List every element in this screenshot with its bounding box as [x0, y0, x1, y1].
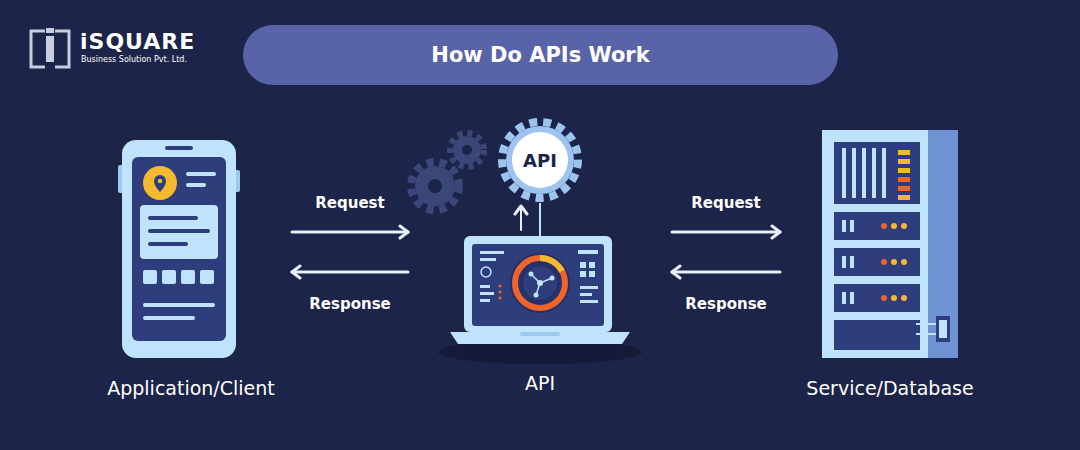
arrow-connector: [672, 231, 780, 234]
arrow-connector: [292, 231, 408, 234]
laptop-illustration: [438, 236, 642, 364]
badge-stem: [539, 203, 541, 236]
node-label: Service/Database: [786, 377, 994, 399]
logo-tagline: Business Solution Pvt. Ltd.: [81, 55, 187, 64]
edge-label: Response: [309, 295, 390, 313]
api-badge: API: [496, 116, 584, 204]
api-node: API: [414, 232, 666, 400]
phone-illustration: [118, 140, 240, 358]
gears: [411, 133, 484, 210]
arrow-connector: [520, 206, 522, 230]
server-illustration: [822, 130, 958, 358]
arrow-connector: [672, 271, 780, 274]
database-node: Service/Database: [786, 125, 994, 405]
node-label: API: [414, 372, 666, 394]
badge-label: API: [496, 150, 584, 171]
logo-icon: [31, 27, 69, 71]
logo-name: iSQUARE: [80, 29, 195, 54]
edge-label: Request: [315, 194, 384, 212]
node-label: Application/Client: [96, 377, 286, 399]
edge-label: Request: [691, 194, 760, 212]
edge-label: Response: [685, 295, 766, 313]
arrow-connector: [292, 271, 408, 274]
client-node: Application/Client: [96, 135, 286, 405]
title-banner: How Do APIs Work: [243, 25, 838, 85]
